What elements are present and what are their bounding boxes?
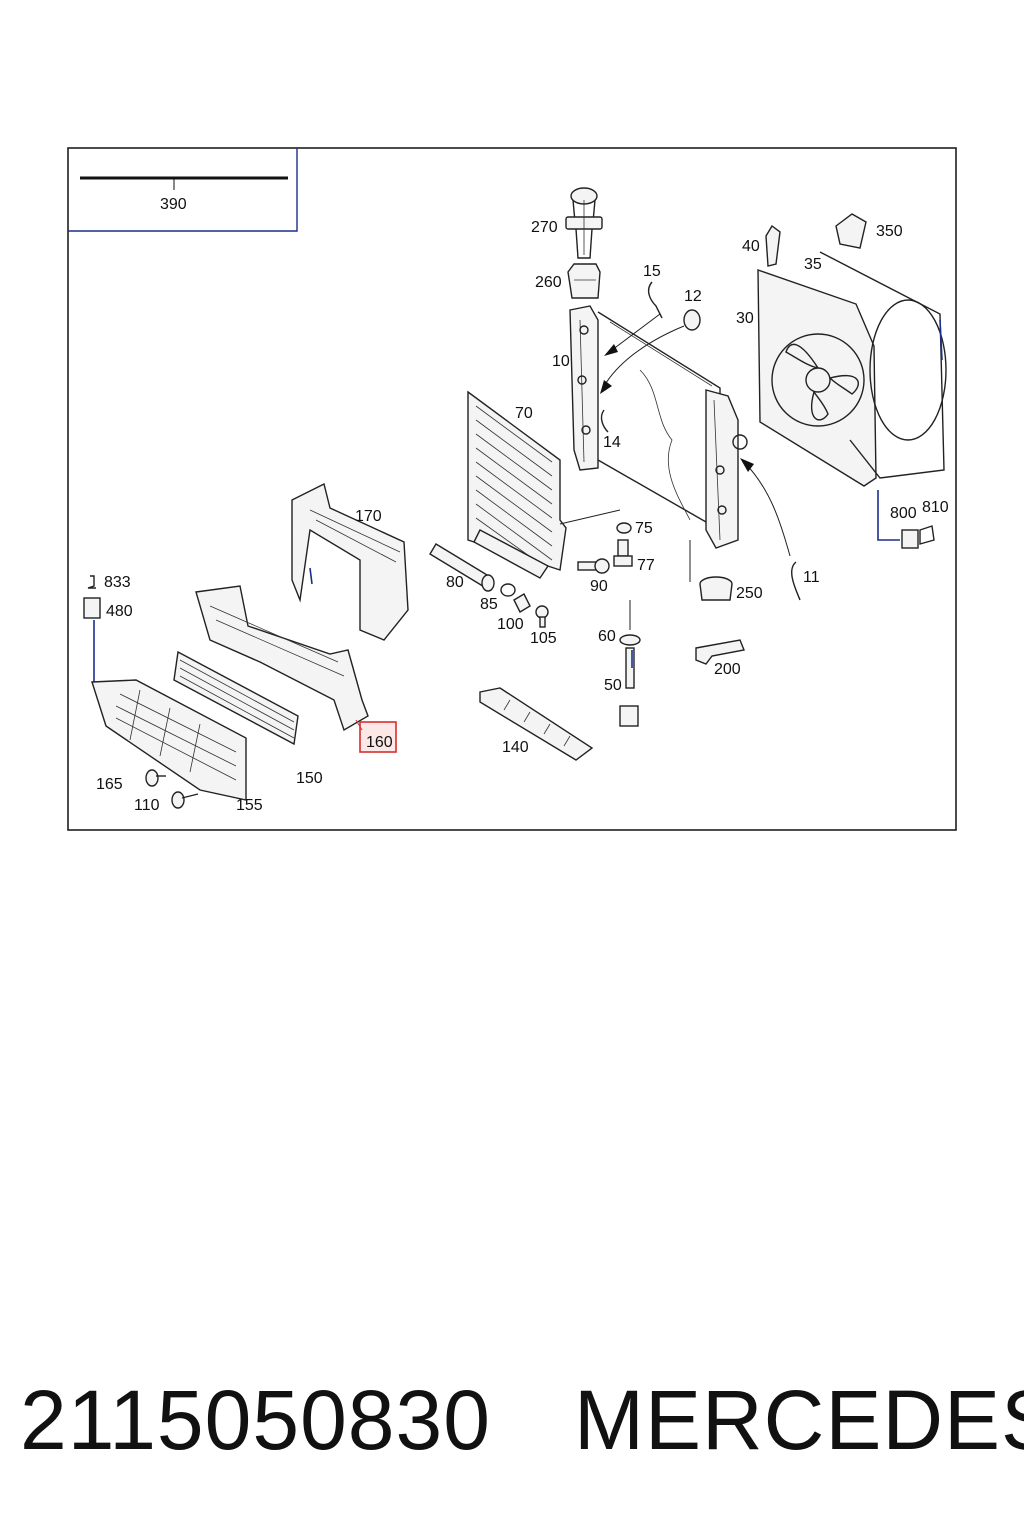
part-270-clip [565, 187, 603, 259]
label-70: 70 [515, 405, 533, 422]
label-11: 11 [803, 569, 820, 586]
part-14-clip [600, 409, 609, 433]
label-30: 30 [736, 310, 754, 327]
label-35: 35 [804, 256, 822, 273]
label-12: 12 [684, 288, 702, 305]
part-800-sensor [901, 529, 919, 549]
part-833-pin [87, 575, 96, 589]
diagram-frame [67, 147, 957, 831]
label-14: 14 [603, 434, 621, 451]
part-165-clip [145, 769, 166, 787]
part-10-radiator-tank [569, 305, 721, 532]
label-85: 85 [480, 596, 498, 613]
label-350: 350 [876, 223, 903, 240]
part-12-seal [683, 309, 701, 331]
label-110: 110 [134, 797, 160, 814]
part-50-drain [619, 647, 639, 727]
label-390: 390 [160, 196, 187, 213]
label-50: 50 [604, 677, 622, 694]
label-80: 80 [446, 574, 464, 591]
label-160: 160 [366, 734, 393, 751]
part-60-seal [619, 634, 641, 646]
caption-bar: 2115050830 MERCEDES [0, 1370, 1024, 1470]
highlight-160[interactable]: 160 [355, 719, 397, 753]
part-85-ring [500, 583, 516, 597]
label-165: 165 [96, 776, 123, 793]
part-105-screw [535, 605, 549, 628]
brand-name: MERCEDES [574, 1373, 1024, 1467]
label-250: 250 [736, 585, 763, 602]
arrow-11 [745, 463, 791, 557]
inset-box: 390 [68, 148, 298, 232]
part-480-connector [83, 597, 101, 682]
label-40: 40 [742, 238, 760, 255]
part-35-fan-frame [819, 251, 947, 479]
part-160-air-guide [195, 585, 369, 732]
part-90-bolt [577, 558, 610, 574]
label-10: 10 [552, 353, 570, 370]
label-480: 480 [106, 603, 133, 620]
part-150-cooler [173, 650, 299, 746]
part-155-grille [91, 679, 247, 801]
part-350-clip [835, 213, 867, 249]
part-number: 2115050830 [20, 1373, 491, 1467]
label-75: 75 [635, 520, 653, 537]
part-radiator-right-tank [705, 389, 748, 549]
part-110-screw [171, 791, 199, 809]
label-200: 200 [714, 661, 741, 678]
label-105: 105 [530, 630, 557, 647]
label-15: 15 [643, 263, 661, 280]
label-155: 155 [236, 797, 263, 814]
label-90: 90 [590, 578, 608, 595]
part-170-air-guide [291, 482, 409, 641]
part-100-clamp [513, 593, 531, 613]
part-15-clip [647, 281, 663, 319]
label-810: 810 [922, 499, 949, 516]
part-11-clip [791, 561, 801, 601]
label-150: 150 [296, 770, 323, 787]
label-260: 260 [535, 274, 562, 291]
part-140-strip [479, 687, 594, 761]
label-833: 833 [104, 574, 131, 591]
parts-diagram: 390 [67, 147, 957, 831]
part-75-washer [616, 522, 632, 534]
label-140: 140 [502, 739, 529, 756]
label-100: 100 [497, 616, 524, 633]
part-200-bracket [695, 639, 745, 665]
lead-800 [877, 490, 900, 541]
label-800: 800 [890, 505, 917, 522]
label-60: 60 [598, 628, 616, 645]
part-260-mount [567, 263, 601, 299]
part-80-dryer [429, 529, 550, 592]
part-810-plug [919, 525, 935, 545]
part-70-condenser [467, 390, 621, 571]
label-77: 77 [637, 557, 655, 574]
part-30-fan-shroud [757, 269, 877, 487]
arrow-15 [611, 313, 661, 351]
label-270: 270 [531, 219, 558, 236]
part-40-bracket [765, 224, 781, 267]
label-170: 170 [355, 508, 382, 525]
arrow-12 [603, 325, 685, 387]
part-250-cap [699, 576, 733, 601]
part-77-bolt [613, 539, 633, 567]
